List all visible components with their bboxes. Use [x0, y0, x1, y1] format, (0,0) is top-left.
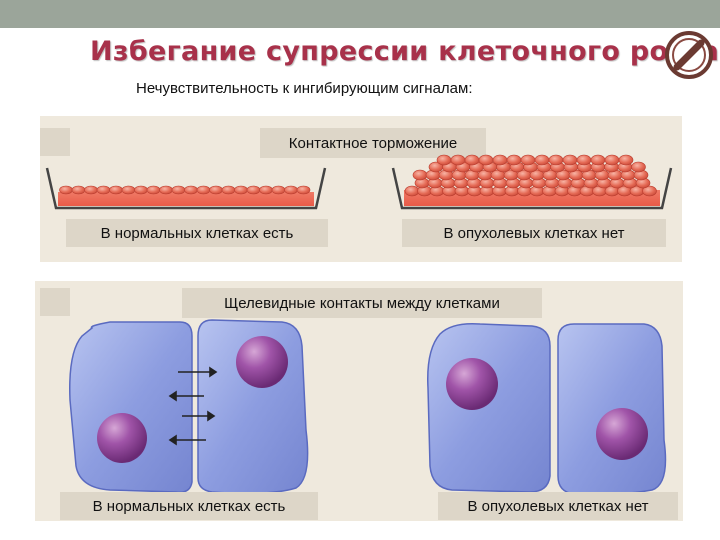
tumor-cell-right [558, 324, 666, 495]
nucleus [446, 358, 498, 410]
gap-tumor-label: В опухолевых клетках нет [438, 492, 678, 520]
normal-cell-left [70, 322, 192, 492]
gap-normal-label: В нормальных клетках есть [60, 492, 318, 520]
tumor-cell-left [428, 324, 550, 492]
normal-cell-right [198, 320, 308, 493]
nucleus [596, 408, 648, 460]
nucleus [236, 336, 288, 388]
nucleus [97, 413, 147, 463]
